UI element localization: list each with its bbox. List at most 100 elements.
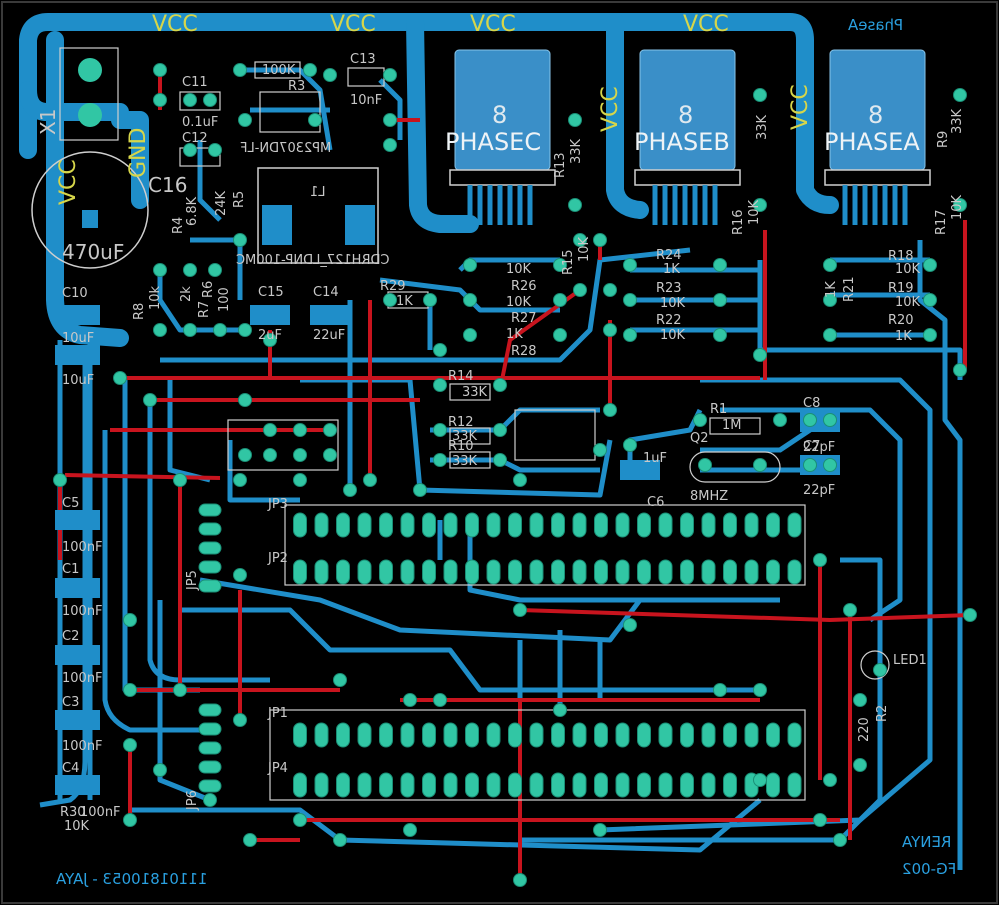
c4-label: C4 xyxy=(62,761,80,776)
header-jp2-pin xyxy=(443,512,458,538)
header-jp1-pin xyxy=(615,772,630,798)
r3-label: R3 xyxy=(288,79,306,94)
r27-value: 1K xyxy=(506,327,523,342)
via-pad xyxy=(463,328,477,342)
r19-label: R19 xyxy=(888,281,914,296)
jp4-label: JP4 xyxy=(268,761,288,776)
r13-value: 33K xyxy=(569,138,584,164)
via-pad xyxy=(753,348,767,362)
r4-label: R4 xyxy=(171,216,186,234)
jp6-label: JP6 xyxy=(185,790,200,810)
header-jp1-pin xyxy=(465,722,479,748)
via-pad xyxy=(713,258,727,272)
vcc-label-1: VCC xyxy=(152,12,198,37)
via-pad xyxy=(923,258,937,272)
vcc-label-3: VCC xyxy=(470,12,516,37)
via-pad xyxy=(208,263,222,277)
via-pad xyxy=(203,93,217,107)
r5-label: R5 xyxy=(232,190,247,208)
trace-crystal-2 xyxy=(700,427,812,453)
via-pad xyxy=(153,263,167,277)
via-pad xyxy=(493,378,507,392)
header-jp2-pin xyxy=(594,559,608,585)
c11-label: C11 xyxy=(182,75,208,90)
header-jp1-pin xyxy=(723,772,737,798)
via-pad xyxy=(553,328,567,342)
r6-label: R6 xyxy=(201,280,216,298)
header-jp1-pin xyxy=(379,772,393,798)
via-pad xyxy=(833,833,847,847)
via-pad xyxy=(233,473,247,487)
header-jp1-pin xyxy=(787,722,802,748)
r26-value: 10K xyxy=(506,295,532,310)
via-pad xyxy=(953,88,967,102)
red-trace-13 xyxy=(519,608,971,623)
header-jp2-pin xyxy=(529,559,544,585)
via-pad xyxy=(238,323,252,337)
via-pad xyxy=(803,413,817,427)
r14-value: 33K xyxy=(462,385,488,400)
via-pad xyxy=(923,293,937,307)
trace-right-4 xyxy=(757,260,963,380)
via-pad xyxy=(293,423,307,437)
via-pad xyxy=(233,713,247,727)
phaseb-label: PHASEB xyxy=(634,128,730,156)
c1-label: C1 xyxy=(62,562,80,577)
r23-value: 10K xyxy=(660,296,686,311)
via-pad xyxy=(183,263,197,277)
r22-value: 10K xyxy=(660,328,686,343)
header-jp2-pin xyxy=(723,559,737,585)
resistor-group-outline xyxy=(227,419,339,471)
header-jp2-pin xyxy=(766,559,780,585)
trace-right-5 xyxy=(917,240,963,870)
c12-label: C12 xyxy=(182,131,208,146)
c7-label: C7 xyxy=(803,439,821,454)
header-jp5-pin xyxy=(198,579,222,593)
phasec-label: PHASEC xyxy=(445,128,542,156)
c14-value: 22uF xyxy=(313,328,346,343)
phasea-number: 8 xyxy=(868,101,884,129)
pads-layer xyxy=(53,63,977,887)
via-pad xyxy=(698,458,712,472)
header-jp1-pin xyxy=(357,772,372,798)
via-pad xyxy=(823,413,837,427)
header-jp1-pin xyxy=(637,722,651,748)
trace-center-2 xyxy=(517,630,603,710)
via-pad xyxy=(573,233,587,247)
r29-label: R29 xyxy=(380,279,406,294)
vcc-label-6: VCC xyxy=(788,84,813,130)
via-pad xyxy=(603,283,617,297)
header-jp1-pin xyxy=(615,722,630,748)
c2-label: C2 xyxy=(62,629,80,644)
header-jp1-pin xyxy=(486,772,501,798)
via-pad xyxy=(433,693,447,707)
r30-label: R30 xyxy=(60,805,86,820)
r2-value: 220 xyxy=(857,717,872,742)
r10-label: R10 xyxy=(448,439,474,454)
via-pad xyxy=(183,323,197,337)
via-pad xyxy=(513,873,527,887)
jp2-label: JP2 xyxy=(268,551,288,566)
r24-value: 1K xyxy=(663,262,680,277)
r12-value: 33K xyxy=(452,429,478,444)
via-pad xyxy=(623,293,637,307)
via-pad xyxy=(243,833,257,847)
via-pad xyxy=(573,283,587,297)
c10-value: 10uF xyxy=(62,331,95,346)
r9-label: R9 xyxy=(936,130,951,148)
via-pad xyxy=(123,613,137,627)
c1-value: 100nF xyxy=(62,604,103,619)
via-pad xyxy=(323,448,337,462)
r20-label: R20 xyxy=(888,313,914,328)
vcc-label-2: VCC xyxy=(330,12,376,37)
via-pad xyxy=(208,143,222,157)
via-pad xyxy=(263,333,277,347)
c8-value: 22pF xyxy=(803,440,836,455)
via-pad xyxy=(233,233,247,247)
r11-value: 33K xyxy=(755,114,770,140)
via-pad xyxy=(153,323,167,337)
header-jp2-pin xyxy=(379,512,393,538)
header-jp1-pin xyxy=(723,722,737,748)
header-jp1-pin xyxy=(508,722,522,748)
